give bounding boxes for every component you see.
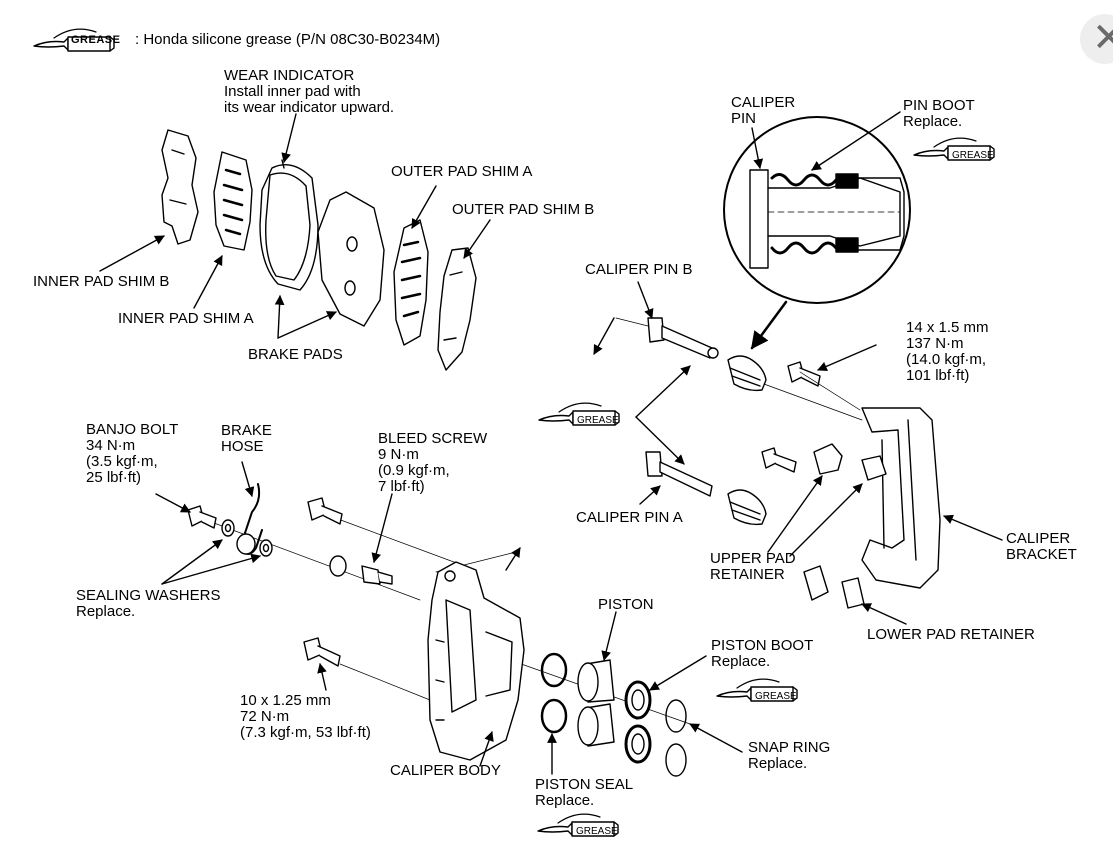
label-bolt-14-torque: 14 x 1.5 mm 137 N·m (14.0 kgf·m, 101 lbf… xyxy=(906,319,989,384)
label-snap-ring: SNAP RING Replace. xyxy=(748,739,831,772)
outer-brake-pad-shape xyxy=(317,191,385,327)
lower-pad-retainer-shape xyxy=(803,565,907,625)
label-lower-pad-retainer: LOWER PAD RETAINER xyxy=(867,626,1035,643)
label-caliper-pin: CALIPER PIN xyxy=(731,94,796,127)
caliper-body-shape xyxy=(427,547,525,767)
label-piston-boot: PISTON BOOT Replace. xyxy=(711,637,814,670)
piston-shapes xyxy=(577,611,617,747)
grease-text-pin-boot: GREASE xyxy=(952,150,994,161)
label-bleed-screw: BLEED SCREW 9 N·m (0.9 kgf·m, 7 lbf·ft) xyxy=(378,430,488,495)
leaders-pads xyxy=(99,113,491,339)
label-banjo-bolt: BANJO BOLT 34 N·m (3.5 kgf·m, 25 lbf·ft) xyxy=(86,421,179,486)
leaders-pins xyxy=(593,281,691,505)
legend-grease-icon-text: GREASE xyxy=(71,34,121,46)
label-caliper-pin-b: CALIPER PIN B xyxy=(585,261,693,278)
label-caliper-body: CALIPER BODY xyxy=(390,762,501,779)
piston-boot-shapes xyxy=(624,655,707,764)
inner-pad-shim-b-shape xyxy=(161,129,199,245)
snap-ring-shapes xyxy=(665,699,743,777)
outer-pad-shim-a-shape xyxy=(393,219,429,346)
label-upper-pad-retainer: UPPER PAD RETAINER xyxy=(710,550,796,583)
inner-brake-pad-shape xyxy=(259,159,319,291)
leaders-detail xyxy=(751,111,901,171)
pin-boots-shape xyxy=(727,355,767,526)
label-inner-pad-shim-b: INNER PAD SHIM B xyxy=(33,273,170,290)
grease-text-piston-boot: GREASE xyxy=(755,691,797,702)
caliper-pin-b-shape xyxy=(647,317,719,359)
close-button[interactable]: ✕ xyxy=(1080,14,1113,64)
label-brake-pads: BRAKE PADS xyxy=(248,346,343,363)
brake-hose-shape xyxy=(236,461,263,555)
label-caliper-bracket: CALIPER BRACKET xyxy=(1006,530,1077,563)
piston-seal-shapes xyxy=(540,652,568,775)
label-outer-pad-shim-b: OUTER PAD SHIM B xyxy=(452,201,595,218)
label-piston: PISTON xyxy=(598,596,654,613)
caliper-bolt-top-shape xyxy=(307,497,343,525)
label-inner-pad-shim-a: INNER PAD SHIM A xyxy=(118,310,254,327)
legend-text: : Honda silicone grease (P/N 08C30-B0234… xyxy=(135,31,441,48)
bracket-bolt-top-shape xyxy=(787,344,877,387)
banjo-bolt-shape xyxy=(155,493,217,529)
label-wear-indicator: WEAR INDICATOR Install inner pad with it… xyxy=(224,67,395,116)
label-sealing-washers: SEALING WASHERS Replace. xyxy=(76,587,221,620)
pin-boot-detail-circle xyxy=(723,116,911,350)
grease-text-piston-seal: GREASE xyxy=(576,826,618,837)
inner-pad-shim-a-shape xyxy=(213,151,253,251)
label-pin-boot: PIN BOOT Replace. xyxy=(903,97,975,130)
bleed-screw-shape xyxy=(329,493,393,585)
caliper-bolt-lower-shape xyxy=(303,637,341,691)
upper-pad-retainer-shape xyxy=(767,443,887,557)
label-outer-pad-shim-a: OUTER PAD SHIM A xyxy=(391,163,533,180)
label-brake-hose: BRAKE HOSE xyxy=(221,422,272,455)
outer-pad-shim-b-shape xyxy=(437,247,477,371)
close-icon: ✕ xyxy=(1092,15,1113,61)
caliper-pin-a-shape xyxy=(645,451,713,497)
bracket-bolt-lower-shape xyxy=(761,447,797,473)
grease-text-caliper-pins: GREASE xyxy=(577,415,619,426)
guide-lines xyxy=(205,317,863,725)
label-piston-seal: PISTON SEAL Replace. xyxy=(535,776,634,809)
label-bolt-10-torque: 10 x 1.25 mm 72 N·m (7.3 kgf·m, 53 lbf·f… xyxy=(240,692,371,741)
label-caliper-pin-a: CALIPER PIN A xyxy=(576,509,683,526)
caliper-bracket-shape xyxy=(861,407,1003,589)
sealing-washer-shapes xyxy=(161,519,273,585)
